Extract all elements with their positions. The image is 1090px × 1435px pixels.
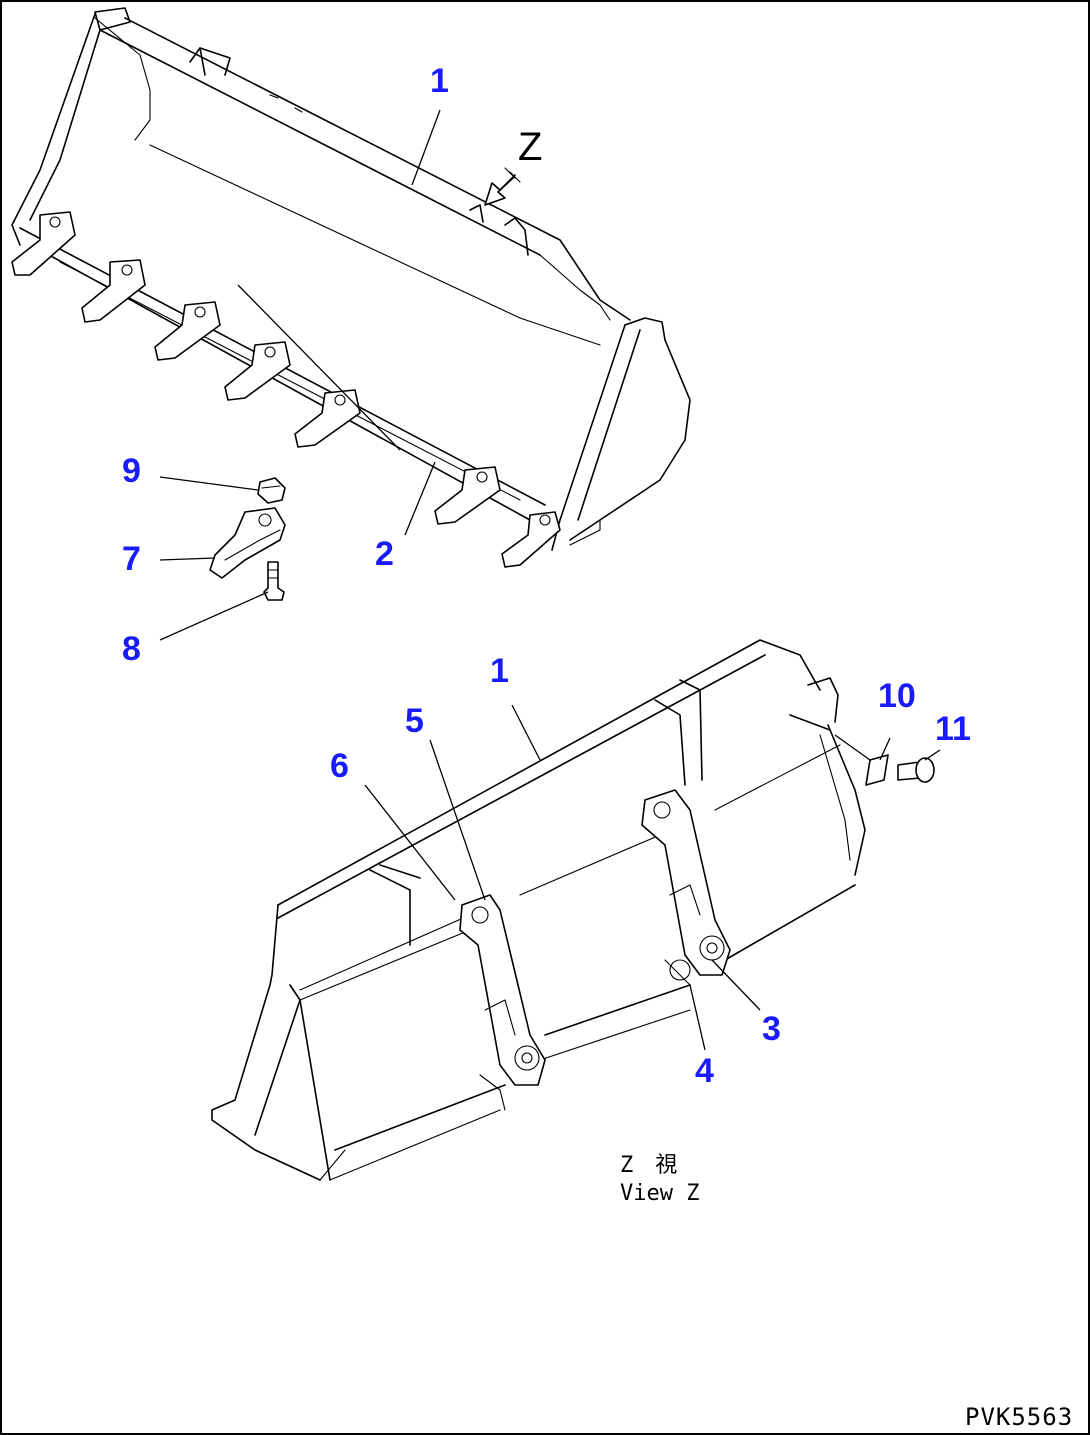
drawing-code: PVK5563: [965, 1403, 1073, 1431]
bucket-view-z: [211, 639, 866, 1181]
callout-2: 2: [375, 535, 394, 573]
callout-1-top: 1: [430, 62, 449, 100]
view-z-letter: Z: [518, 125, 542, 169]
leader-lines: [159, 109, 941, 1051]
bucket-top-view: [11, 7, 691, 568]
nut: [257, 477, 286, 504]
view-caption-kanji: Z 視: [620, 1153, 677, 1178]
callout-10: 10: [878, 677, 916, 715]
callout-4: 4: [695, 1052, 714, 1090]
callout-11: 11: [935, 710, 971, 748]
shim-and-bolt: [834, 734, 935, 786]
right-link-bracket: [641, 789, 731, 976]
bucket-teeth: [11, 211, 561, 568]
bolt: [263, 561, 285, 601]
callout-3: 3: [762, 1010, 781, 1048]
left-link-bracket: [459, 894, 546, 1086]
exploded-parts: [209, 477, 286, 601]
view-z-arrow: [484, 167, 521, 206]
callout-9: 9: [122, 452, 141, 490]
callout-7: 7: [122, 540, 141, 578]
callout-1-bottom: 1: [490, 652, 509, 690]
callout-5: 5: [405, 702, 424, 740]
callout-6: 6: [330, 747, 349, 785]
view-caption-english: View Z: [620, 1181, 699, 1206]
callout-8: 8: [122, 630, 141, 668]
